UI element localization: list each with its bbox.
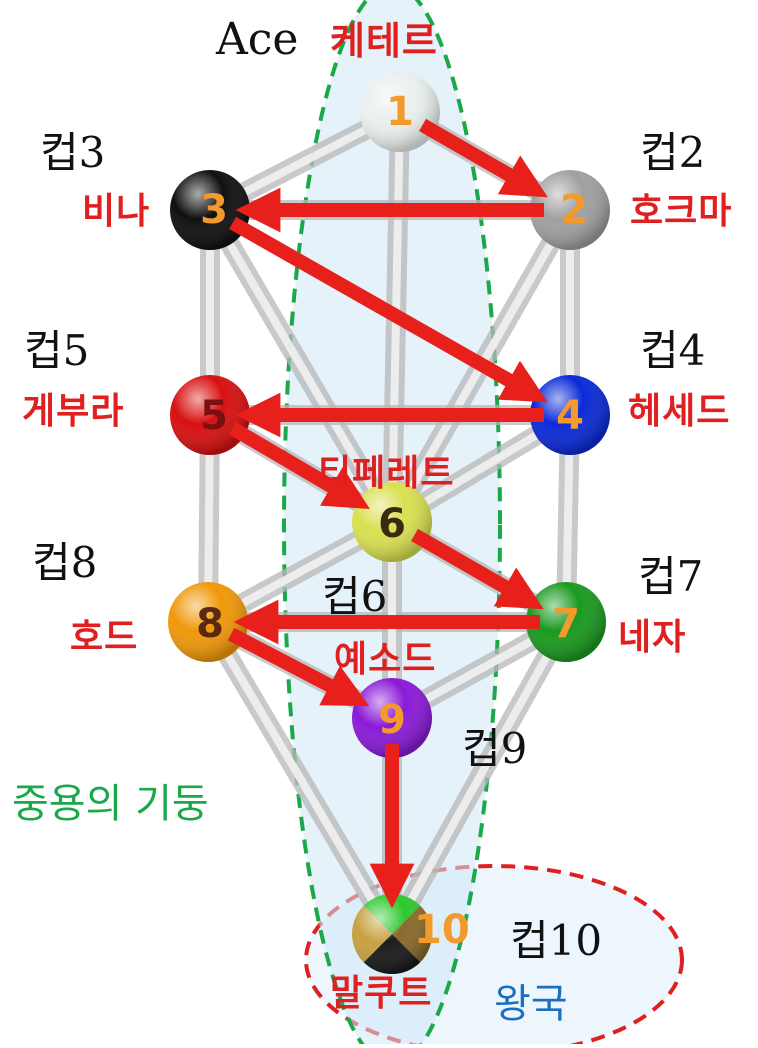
sphere-5-shine [170,375,250,455]
sphere-3-shine [170,170,250,250]
sephira-name-4: 헤세드 [628,391,731,432]
cup-label-2: 컵2 [640,128,706,177]
tree-path-highlight-8-10 [204,618,396,938]
sphere-4-shine [530,375,610,455]
sphere-number-5: 5 [200,393,228,439]
flow-arrow-6-to-7 [411,528,544,610]
cup-label-3: 컵3 [40,128,106,177]
kingdom-label: 왕국 [494,981,568,1027]
sephira-name-2: 호크마 [630,191,733,232]
sephira-name-1: 케테르 [330,19,438,63]
flow-arrow-5-to-6 [228,422,370,510]
cup-label-7: 컵7 [638,552,704,601]
flow-arrow-1-to-2 [419,118,548,198]
sphere-number-1: 1 [386,89,414,135]
tree-path-highlight-7-10 [388,618,570,938]
sphere-7-shine [526,582,606,662]
flow-arrow-8-to-9 [227,627,370,707]
flow-arrow-3-to-4 [229,216,548,403]
sphere-number-2: 2 [560,187,588,233]
sephira-name-5: 게부라 [22,391,125,432]
sphere-number-10: 10 [414,907,470,953]
sphere-number-3: 3 [200,187,228,233]
sphere-2-shine [530,170,610,250]
ace-label: Ace [216,14,299,65]
cup-label-10: 컵10 [510,916,603,965]
sphere-1-shine [360,72,440,152]
sephira-name-7: 네자 [618,617,687,658]
sephira-name-8: 호드 [70,617,139,658]
sphere-number-9: 9 [378,697,406,743]
sephira-name-10: 말쿠트 [330,973,433,1014]
sphere-9-shine [352,678,432,758]
sphere-number-7: 7 [552,601,580,647]
sphere-number-6: 6 [378,501,406,547]
sphere-6-shine [352,482,432,562]
cup-label-8: 컵8 [32,538,98,587]
cup-label-4: 컵4 [640,326,706,375]
cup-label-5: 컵5 [24,326,90,375]
sphere-number-4: 4 [556,393,584,439]
sephira-name-9: 예소드 [334,639,437,680]
sephira-name-3: 비나 [82,191,151,232]
sphere-8-shine [168,582,248,662]
sephira-name-6: 티페레트 [318,453,455,494]
cup-label-9: 컵9 [462,724,528,773]
middle-pillar-label: 중용의 기둥 [12,781,209,827]
cup-label-6: 컵6 [322,572,388,621]
sphere-number-8: 8 [196,601,224,647]
sphere-10-shine [352,894,432,974]
